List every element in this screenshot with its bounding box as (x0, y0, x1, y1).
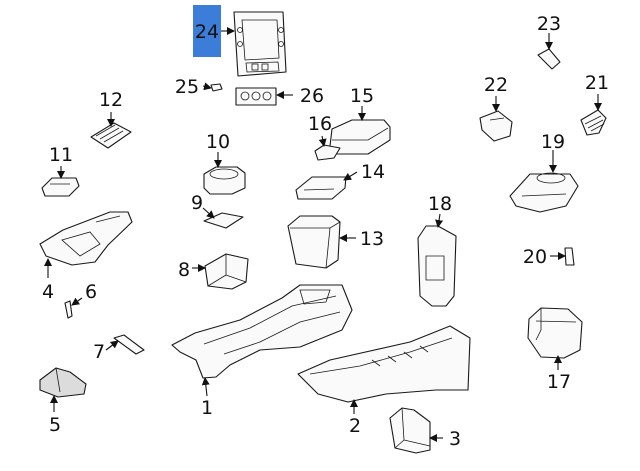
callout-8: 8 (178, 259, 190, 281)
leader-7 (105, 340, 119, 351)
callout-14: 14 (361, 161, 385, 183)
part-6-bolt[interactable] (64, 300, 73, 319)
callout-9: 9 (191, 192, 203, 214)
part-3-bracket[interactable] (389, 407, 431, 454)
callout-22: 22 (484, 74, 508, 96)
callout-24: 24 (195, 21, 219, 43)
part-25-clip[interactable] (210, 83, 223, 92)
callout-3: 3 (449, 428, 461, 450)
leader-6 (71, 297, 83, 306)
part-1-main-console[interactable] (171, 284, 353, 379)
callout-25: 25 (175, 76, 199, 98)
callout-11: 11 (49, 144, 73, 166)
callout-23: 23 (537, 13, 561, 35)
callout-19: 19 (541, 131, 565, 153)
leader-18 (435, 213, 444, 228)
callout-4: 4 (42, 281, 54, 303)
part-18-vertical-trim[interactable] (417, 225, 457, 307)
callout-2: 2 (349, 415, 361, 437)
callout-10: 10 (206, 131, 230, 153)
callout-7: 7 (93, 341, 105, 363)
part-5-wedge[interactable] (39, 367, 87, 398)
part-16-latch[interactable] (314, 144, 341, 161)
part-4-console-trim[interactable] (39, 211, 133, 266)
leader-9 (202, 207, 215, 219)
callout-13: 13 (360, 228, 384, 250)
part-2-side-panel[interactable] (297, 325, 471, 403)
leader-1 (201, 377, 210, 397)
callout-15: 15 (350, 85, 374, 107)
callout-12: 12 (99, 89, 123, 111)
part-23-clip[interactable] (537, 48, 561, 70)
part-10-cup-insert[interactable] (203, 166, 246, 195)
part-22-block[interactable] (479, 110, 513, 142)
callout-6: 6 (85, 281, 97, 303)
callout-17: 17 (547, 371, 571, 393)
part-11-tray[interactable] (41, 177, 80, 197)
callout-26: 26 (300, 85, 324, 107)
callout-5: 5 (49, 414, 61, 436)
callout-20: 20 (523, 246, 547, 268)
part-17-box[interactable] (527, 307, 583, 359)
leader-14 (343, 171, 358, 181)
part-20-pin[interactable] (564, 247, 575, 266)
leader-16 (318, 135, 327, 147)
leader-25 (202, 82, 212, 91)
part-19-shifter-housing[interactable] (509, 172, 579, 213)
part-13-storage-box[interactable] (287, 215, 341, 269)
callout-16: 16 (308, 113, 332, 135)
callout-18: 18 (428, 193, 452, 215)
part-24-bezel[interactable] (233, 11, 287, 77)
part-12-mat[interactable] (90, 122, 132, 149)
part-21-vent[interactable] (580, 109, 607, 136)
part-26-switch-panel[interactable] (235, 87, 277, 106)
callout-24-highlight (193, 5, 221, 57)
part-14-tray[interactable] (295, 176, 347, 200)
callout-21: 21 (585, 72, 609, 94)
part-7-bracket[interactable] (113, 334, 145, 355)
part-8-bin[interactable] (204, 253, 249, 290)
part-9-pad[interactable] (203, 212, 244, 229)
callout-1: 1 (201, 397, 213, 419)
